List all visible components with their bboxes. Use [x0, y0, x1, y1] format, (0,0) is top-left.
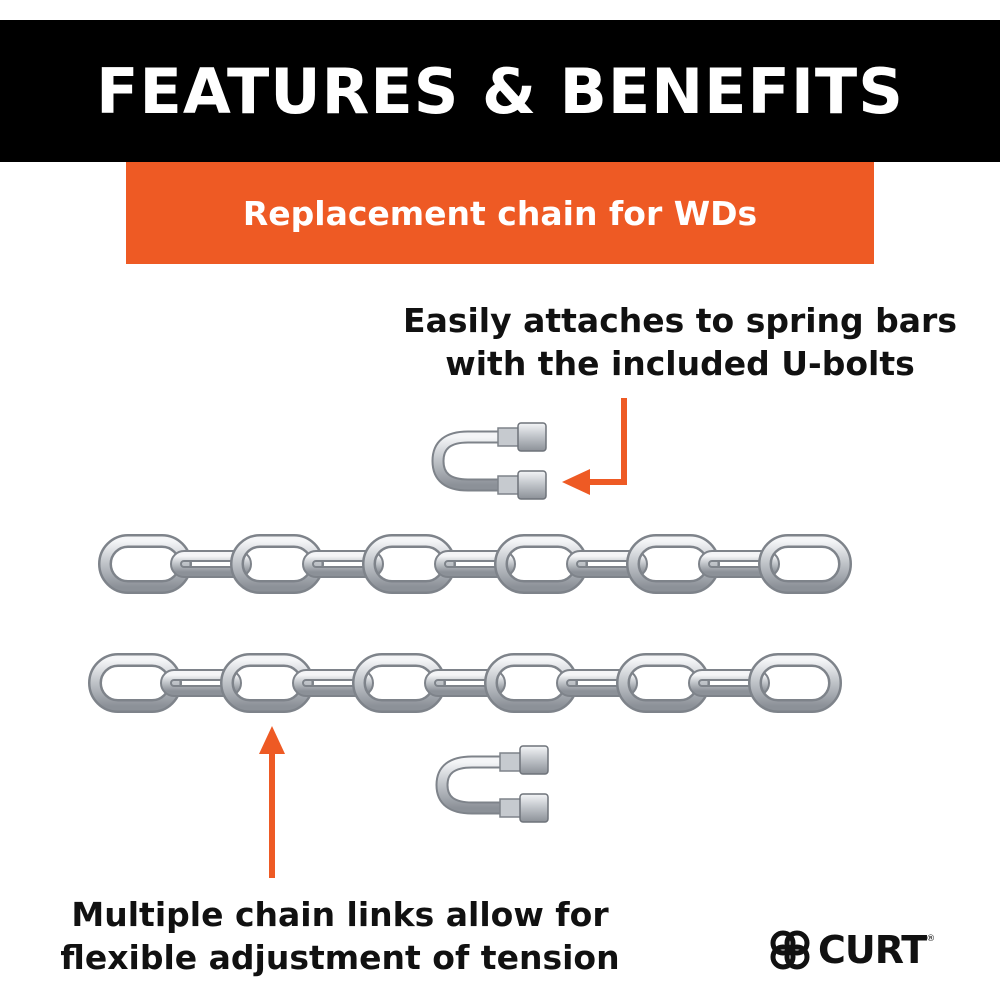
chain-link-highlight	[618, 655, 708, 711]
chain-link-highlight	[426, 671, 504, 695]
chain-link-highlight	[100, 536, 190, 592]
brand-name: CURT	[818, 928, 927, 972]
chain-link-highlight	[628, 536, 718, 592]
callout-chain-links-line-2: flexible adjustment of tension	[60, 938, 620, 977]
arrow-chain-links-icon	[259, 726, 285, 878]
callout-u-bolts-line-2: with the included U-bolts	[445, 344, 915, 383]
chain-link-highlight	[558, 671, 636, 695]
chain-link-highlight	[222, 655, 312, 711]
chain-link-highlight	[364, 536, 454, 592]
chain-link-highlight	[232, 536, 322, 592]
chain-link-highlight	[354, 655, 444, 711]
subtitle-text: Replacement chain for WDs	[242, 193, 758, 233]
callout-u-bolts-line-1: Easily attaches to spring bars	[403, 301, 957, 340]
header-bar: FEATURES & BENEFITS	[0, 20, 1000, 162]
chain-link-highlight	[568, 552, 646, 576]
chain-link-highlight	[172, 552, 250, 576]
chain-link-highlight	[90, 655, 180, 711]
u-bolt-bottom	[435, 745, 549, 823]
chain-link-highlight	[690, 671, 768, 695]
registered-mark: ®	[926, 934, 936, 944]
header-title: FEATURES & BENEFITS	[96, 54, 904, 128]
callout-u-bolts: Easily attaches to spring bars with the …	[400, 299, 960, 385]
chain-bottom	[88, 653, 842, 713]
chain-link-highlight	[496, 536, 586, 592]
chain-link-highlight	[162, 671, 240, 695]
chain-link-highlight	[750, 655, 840, 711]
callout-chain-links-line-1: Multiple chain links allow for	[71, 895, 609, 934]
curt-hitch-logo-icon	[770, 930, 810, 970]
u-bolt-top	[431, 422, 547, 500]
chain-link-highlight	[436, 552, 514, 576]
chain-link-highlight	[760, 536, 850, 592]
subtitle-banner: Replacement chain for WDs	[126, 162, 874, 264]
chain-link-highlight	[700, 552, 778, 576]
chain-top	[98, 534, 852, 594]
curt-logo: CURT ®	[768, 928, 960, 972]
chain-link-highlight	[486, 655, 576, 711]
callout-chain-links: Multiple chain links allow for flexible …	[40, 893, 640, 979]
chain-link-highlight	[304, 552, 382, 576]
arrow-u-bolt-icon	[562, 398, 627, 495]
chain-link-highlight	[294, 671, 372, 695]
